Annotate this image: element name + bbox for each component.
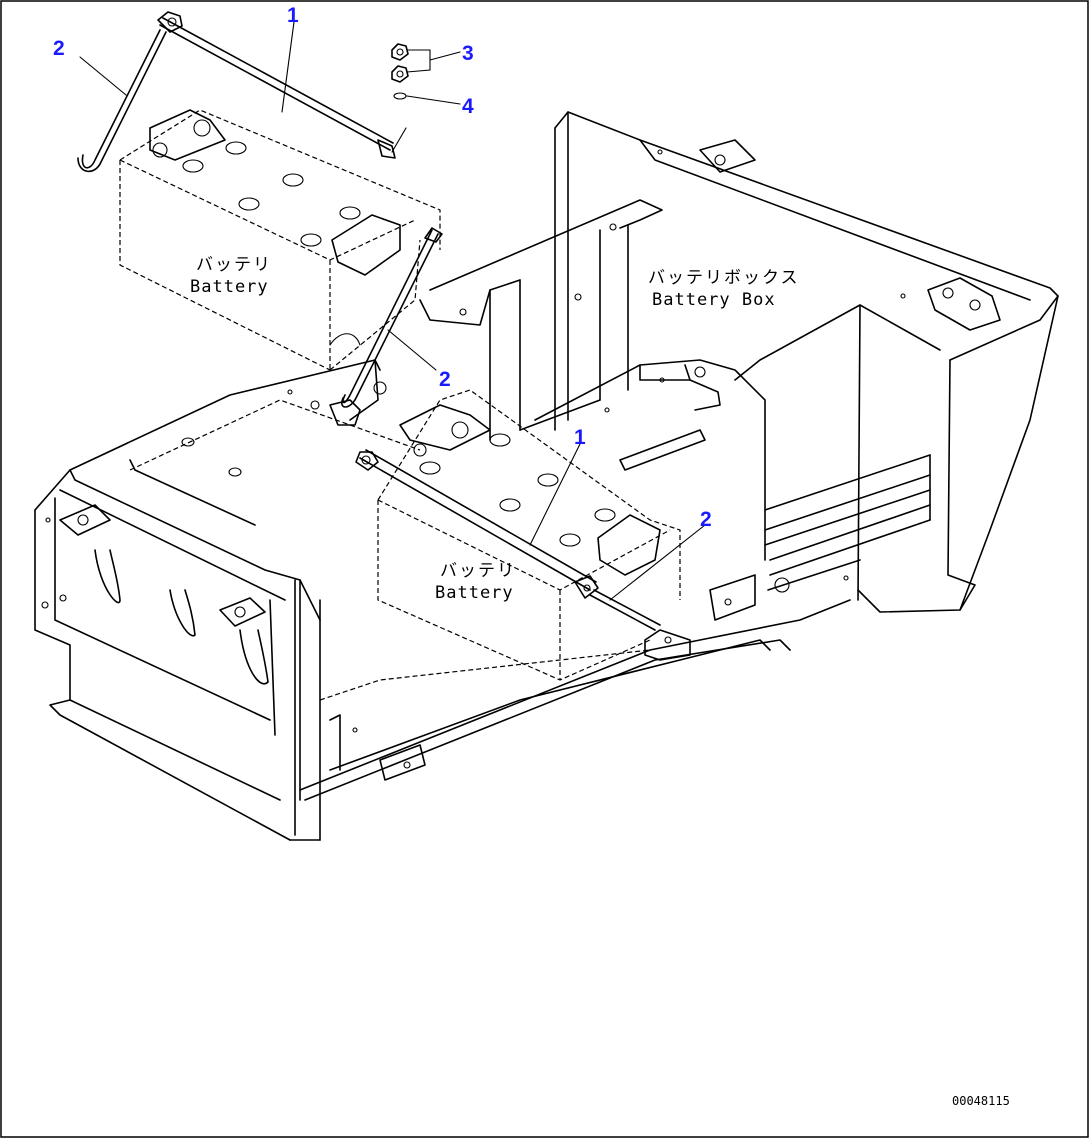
callout-hook-middle: 2 <box>439 368 451 391</box>
label-battery-box-en: Battery Box <box>652 290 776 310</box>
battery-box <box>419 111 1059 621</box>
left-frame <box>34 359 651 841</box>
hook-top-left <box>77 29 167 173</box>
callout-rod-bottom: 1 <box>574 426 586 449</box>
callout-nuts: 3 <box>462 42 474 65</box>
nuts-and-washer <box>391 43 409 100</box>
drawing-code: 00048115 <box>952 1094 1010 1108</box>
bottom-rail <box>299 599 851 801</box>
rod-bottom <box>355 449 599 599</box>
callout-rod-top: 1 <box>287 4 299 27</box>
battery-top <box>119 109 441 371</box>
rod-top <box>157 11 407 159</box>
hook-middle <box>341 227 443 408</box>
label-battery-box-jp: バッテリボックス <box>648 268 800 288</box>
battery-bottom <box>377 389 681 681</box>
callout-washer: 4 <box>462 95 474 118</box>
label-battery-top-en: Battery <box>190 277 269 297</box>
label-battery-top-jp: バッテリ <box>196 255 272 275</box>
callout-hook-top-left: 2 <box>53 37 65 60</box>
leader-lines <box>79 21 706 601</box>
label-battery-bottom-jp: バッテリ <box>440 561 516 581</box>
callout-hook-bottom-right: 2 <box>700 508 712 531</box>
hook-bottom-right <box>589 589 661 631</box>
label-battery-bottom-en: Battery <box>435 583 514 603</box>
